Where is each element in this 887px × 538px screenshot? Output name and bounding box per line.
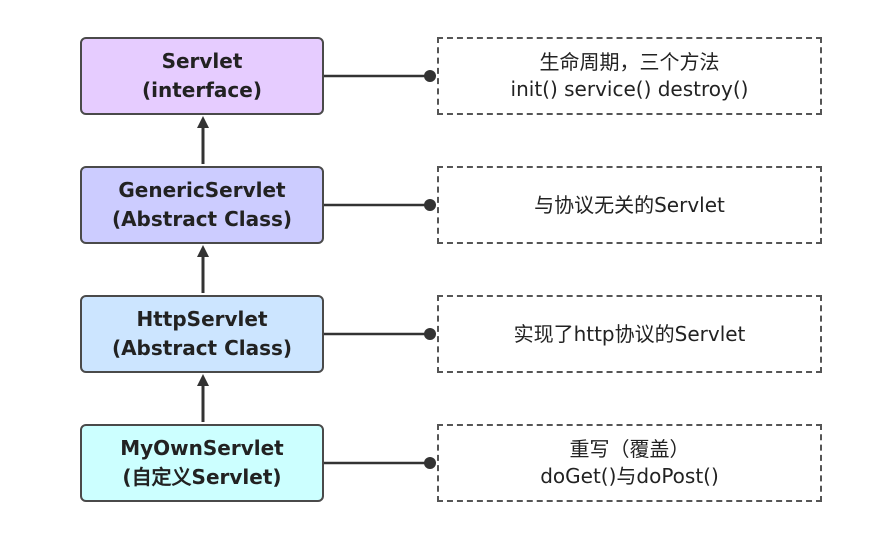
note-httpservlet: 实现了http协议的Servlet: [437, 295, 822, 373]
genericservlet-class-box: GenericServlet (Abstract Class): [80, 166, 324, 244]
class-kind: (Abstract Class): [111, 207, 293, 231]
note-line-2: init() service() destroy(): [510, 77, 749, 101]
note-dot-http: [424, 328, 436, 340]
class-name: HttpServlet: [136, 307, 268, 331]
note-myownservlet: 重写（覆盖） doGet()与doPost(): [437, 424, 822, 502]
note-dot-myown: [424, 457, 436, 469]
class-name: MyOwnServlet: [120, 436, 284, 460]
class-kind: (interface): [142, 78, 262, 102]
note-line-1: 生命周期，三个方法: [539, 50, 720, 74]
note-dot-generic: [424, 199, 436, 211]
note-dot-servlet: [424, 70, 436, 82]
note-line-2: doGet()与doPost(): [540, 464, 719, 488]
class-name: GenericServlet: [118, 178, 286, 202]
note-genericservlet: 与协议无关的Servlet: [437, 166, 822, 244]
class-name: Servlet: [161, 49, 243, 73]
note-line-1: 与协议无关的Servlet: [534, 192, 725, 217]
note-line-1: 重写（覆盖）: [569, 437, 690, 461]
servlet-class-box: Servlet (interface): [80, 37, 324, 115]
myownservlet-class-box: MyOwnServlet (自定义Servlet): [80, 424, 324, 502]
note-line-1: 实现了http协议的Servlet: [513, 321, 746, 346]
class-kind: (Abstract Class): [111, 336, 293, 360]
httpservlet-class-box: HttpServlet (Abstract Class): [80, 295, 324, 373]
note-servlet: 生命周期，三个方法 init() service() destroy(): [437, 37, 822, 115]
class-kind: (自定义Servlet): [122, 465, 282, 489]
